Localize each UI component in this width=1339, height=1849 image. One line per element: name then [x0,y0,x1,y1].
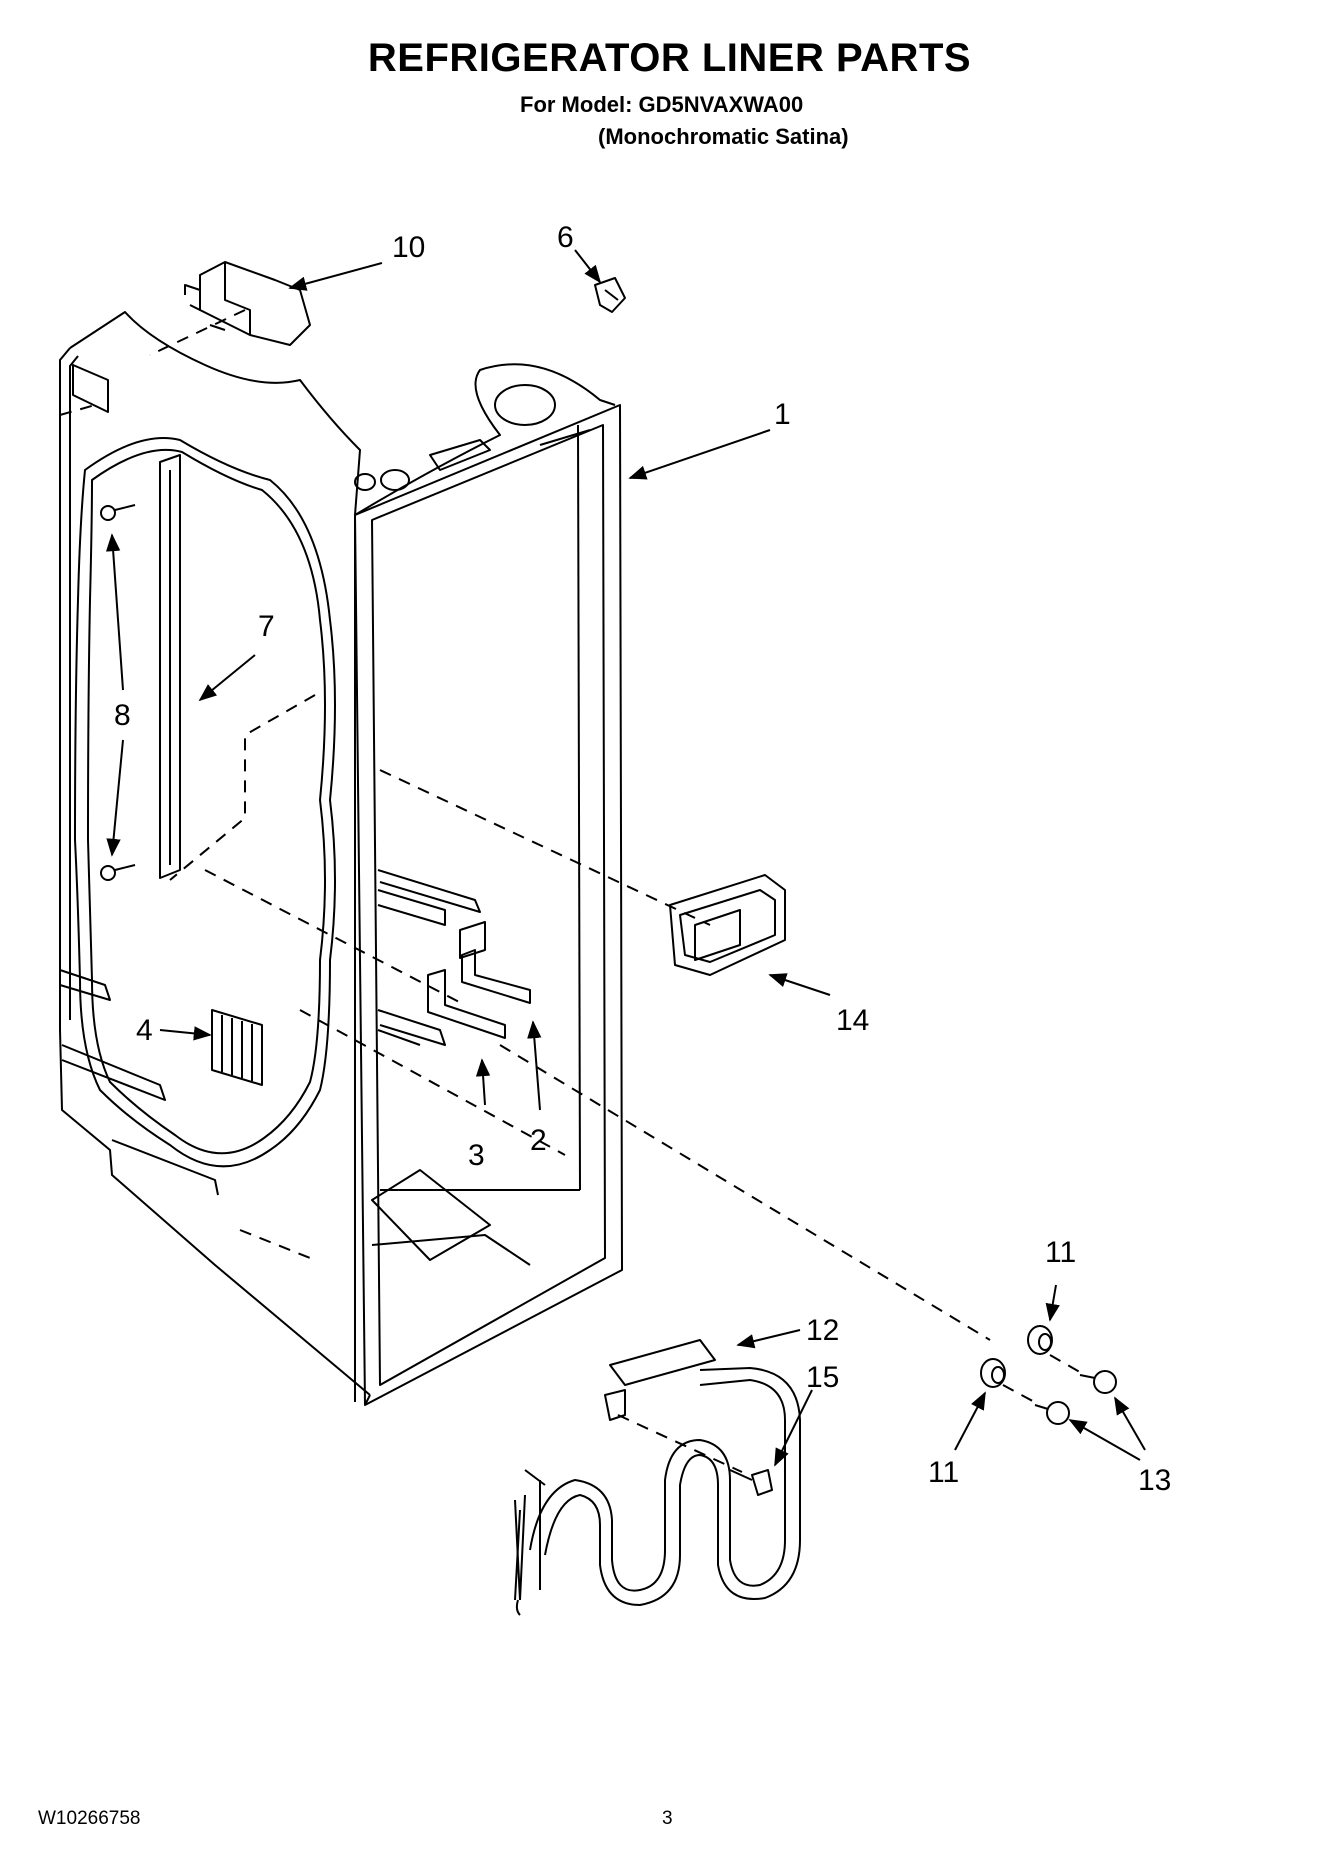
callout-8: 8 [114,699,131,732]
page-number: 3 [662,1808,673,1829]
callout-6: 6 [557,221,574,254]
model-line: For Model: GD5NVAXWA00 [520,92,804,117]
part-14-light [669,874,786,976]
part-8-screws [100,504,136,881]
callout-14: 14 [836,1004,869,1037]
callout-2: 2 [530,1124,547,1157]
callout-4: 4 [136,1014,153,1047]
callout-12: 12 [806,1314,839,1347]
liner-shell [59,311,623,1406]
callout-11-upper: 11 [1045,1236,1076,1269]
part-10-housing [184,261,311,346]
dashed-guides [59,309,1086,1473]
color-line: (Monochromatic Satina) [598,124,849,149]
part-4-block [211,1009,263,1086]
document-number: W10266758 [38,1808,141,1829]
callout-1: 1 [774,398,791,431]
callout-13: 13 [1138,1464,1171,1497]
part-11-grommets [980,1325,1053,1388]
callout-7: 7 [258,610,275,643]
part-15-screw [729,1469,773,1496]
foil-cutaway [74,437,336,1168]
part-7-rail [159,454,181,879]
leader-arrows [105,249,1146,1467]
callout-3: 3 [468,1139,485,1172]
callout-15: 15 [806,1361,839,1394]
page-title: REFRIGERATOR LINER PARTS [367,36,972,80]
callout-10: 10 [392,231,425,264]
part-6-clip [594,277,626,313]
part-13-plugs [1034,1370,1117,1425]
part-2-3-brackets [427,921,531,1039]
part-12-coil [514,1339,801,1616]
callout-11-lower: 11 [928,1456,959,1489]
